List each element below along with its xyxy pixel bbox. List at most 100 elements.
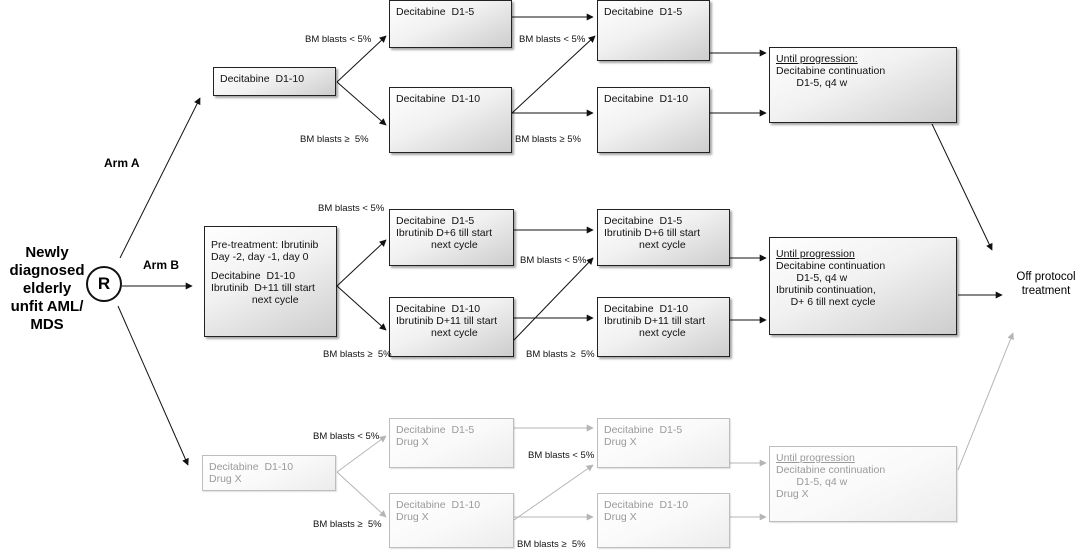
text-line: Drug X	[396, 436, 429, 448]
text-line: D1-5, q4 w	[776, 77, 848, 89]
text-line: Drug X	[396, 511, 429, 523]
label-a-r2-lo: BM blasts < 5%	[519, 34, 586, 45]
text-line: Newly	[25, 244, 69, 261]
text-line: next cycle	[604, 327, 686, 339]
text-line: treatment	[1021, 285, 1071, 297]
arrow-b-start-to-hi	[336, 285, 387, 331]
text-line: Decitabine D1-10	[396, 93, 481, 105]
text-line: diagnosed	[9, 262, 85, 279]
arrow-r-to-arm-a	[119, 97, 201, 259]
arm-a-round2-d1-10-box: Decitabine D1-10	[597, 87, 710, 153]
arrow-a-start-to-hi	[336, 81, 387, 126]
text-line: Decitabine D1-5	[396, 424, 475, 436]
arrow-a-hi-to-lo	[511, 35, 596, 114]
text-line: Until progression	[776, 452, 855, 464]
arm-b-label: Arm B	[143, 258, 180, 272]
text-line: Drug X	[604, 511, 637, 523]
off-protocol-label: Off protocol treatment	[1006, 270, 1085, 298]
text-line: Decitabine D1-5	[604, 424, 683, 436]
label-x-r2-hi: BM blasts ≥ 5%	[517, 539, 586, 550]
text-line: Decitabine D1-10	[396, 499, 481, 511]
text-line: Decitabine D1-10	[396, 303, 481, 315]
text-line: Day -2, day -1, day 0	[211, 251, 309, 263]
text-line: Decitabine D1-10	[604, 93, 689, 105]
label-b-r1-hi: BM blasts ≥ 5%	[323, 349, 392, 360]
text-line: Drug X	[776, 488, 809, 500]
text-line: next cycle	[604, 239, 686, 251]
arm-a-label: Arm A	[104, 156, 140, 170]
text-line: Decitabine continuation	[776, 260, 886, 272]
text-line: Ibrutinib D+11 till start	[604, 315, 706, 327]
label-b-r2-lo: BM blasts < 5%	[520, 255, 587, 266]
label-a-r1-hi: BM blasts ≥ 5%	[300, 134, 369, 145]
randomization-node: R	[86, 266, 122, 302]
text-line: Until progression:	[776, 53, 858, 65]
text-line: next cycle	[396, 239, 478, 251]
text-line: elderly	[22, 280, 72, 297]
text-line: Decitabine D1-5	[604, 6, 683, 18]
text-line: Decitabine D1-10	[209, 461, 294, 473]
label-b-r2-hi: BM blasts ≥ 5%	[526, 349, 595, 360]
text-line: D1-5, q4 w	[776, 476, 848, 488]
text-line: D1-5, q4 w	[776, 272, 848, 284]
text-line: Ibrutinib D+11 till start	[211, 282, 315, 294]
text-line: Ibrutinib continuation,	[776, 284, 876, 296]
arm-a-decitabine-d1-10-box: Decitabine D1-10	[213, 67, 336, 96]
label-a-r2-hi: BM blasts ≥ 5%	[515, 134, 581, 145]
text-line: Decitabine D1-10	[211, 270, 296, 282]
arrow-a-final-to-off	[931, 123, 993, 251]
text-line: Decitabine continuation	[776, 65, 886, 77]
text-line: Decitabine D1-10	[604, 499, 689, 511]
arrow-x-start-to-hi	[336, 471, 387, 518]
label-x-r1-lo: BM blasts < 5%	[313, 431, 380, 442]
text-line: Decitabine D1-5	[604, 215, 683, 227]
label-x-r2-lo: BM blasts < 5%	[528, 450, 595, 461]
text-line: Until progression	[776, 248, 855, 260]
text-line: Ibrutinib D+11 till start	[396, 315, 498, 327]
line-spacer	[211, 263, 330, 270]
arrow-x-start-to-lo	[336, 435, 387, 473]
text-line: Off protocol	[1016, 271, 1076, 283]
text-line: next cycle	[211, 294, 299, 306]
arm-a-until-progression-box: Until progression:Decitabine continuatio…	[769, 47, 957, 123]
text-line: Pre-treatment: Ibrutinib	[211, 239, 319, 251]
arrow-a-start-to-lo	[336, 35, 387, 83]
text-line: Decitabine D1-5	[396, 6, 475, 18]
text-line: next cycle	[396, 327, 478, 339]
arrow-x-final-to-off	[957, 332, 1014, 471]
arrow-x-hi-to-lo	[513, 464, 594, 521]
text-line: Decitabine D1-5	[396, 215, 475, 227]
label-a-r1-lo: BM blasts < 5%	[305, 34, 372, 45]
arrow-b-hi-to-lo	[513, 257, 594, 341]
text-line: Ibrutinib D+6 till start	[396, 227, 492, 239]
arm-a-round1-d1-10-box: Decitabine D1-10	[389, 87, 512, 153]
arm-a-round2-d1-5-box: Decitabine D1-5	[597, 0, 710, 61]
text-line: MDS	[30, 316, 64, 333]
arrow-r-to-arm-x	[117, 305, 189, 466]
label-x-r1-hi: BM blasts ≥ 5%	[313, 519, 382, 530]
arm-a-round1-d1-5-box: Decitabine D1-5	[389, 0, 512, 48]
text-line: unfit AML/	[10, 298, 84, 315]
text-line: D+ 6 till next cycle	[776, 296, 876, 308]
arrow-b-start-to-lo	[336, 239, 387, 287]
text-line: Decitabine continuation	[776, 464, 886, 476]
text-line: Decitabine D1-10	[220, 73, 305, 85]
text-line: Ibrutinib D+6 till start	[604, 227, 700, 239]
text-line: Decitabine D1-10	[604, 303, 689, 315]
text-line: Drug X	[604, 436, 637, 448]
text-line: Drug X	[209, 473, 242, 485]
